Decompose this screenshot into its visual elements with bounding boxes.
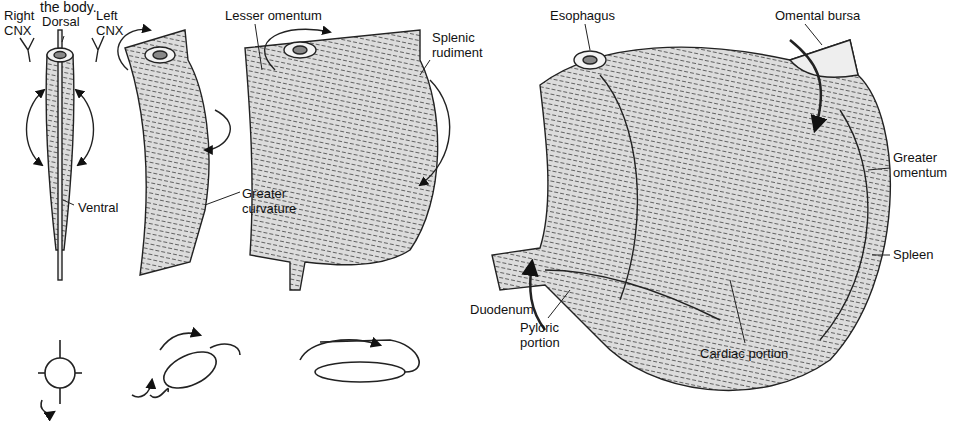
orientation-label: Ventral — [78, 200, 118, 215]
part-label: Greater omentum — [893, 150, 963, 180]
caption-fragment: the body. — [40, 0, 97, 15]
part-label: Greater curvature — [242, 186, 310, 216]
part-label: Pyloric portion — [520, 320, 580, 350]
orientation-label: Dorsal — [42, 14, 80, 29]
part-label: Spleen — [893, 247, 933, 262]
nerve-label: Right CNX — [4, 8, 44, 38]
part-label: Cardiac portion — [700, 346, 788, 361]
part-label: Splenic rudiment — [432, 30, 494, 60]
part-label: Omental bursa — [775, 8, 860, 23]
part-label: Esophagus — [550, 8, 615, 23]
part-label: Lesser omentum — [225, 8, 322, 23]
nerve-label: Left CNX — [96, 8, 136, 38]
part-label: Duodenum — [470, 302, 534, 317]
